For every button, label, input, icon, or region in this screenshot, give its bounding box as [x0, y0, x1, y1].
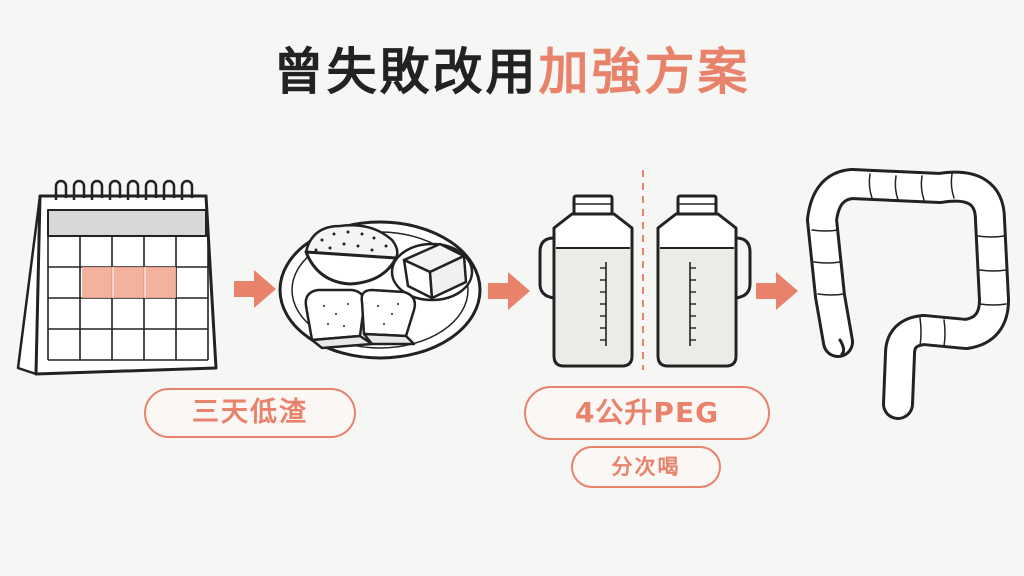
low-residue-food-plate-icon: [278, 220, 482, 360]
bottle-icon: [656, 194, 752, 368]
arrow-right-icon: [234, 270, 276, 308]
split-dose-label-pill: 分次喝: [571, 446, 721, 488]
peg-label-pill: 4公升PEG: [524, 386, 770, 440]
title-part-dark: 曾失敗改用: [273, 43, 539, 101]
arrow-right-icon: [756, 272, 798, 310]
title-part-accent: 加強方案: [538, 43, 751, 101]
page-title: 曾失敗改用加強方案: [0, 32, 1024, 104]
colon-icon: [806, 168, 1010, 420]
diet-label-pill: 三天低渣: [144, 388, 356, 438]
bottle-icon: [538, 194, 634, 368]
calendar-icon: [16, 179, 218, 376]
arrow-right-icon: [488, 272, 530, 310]
